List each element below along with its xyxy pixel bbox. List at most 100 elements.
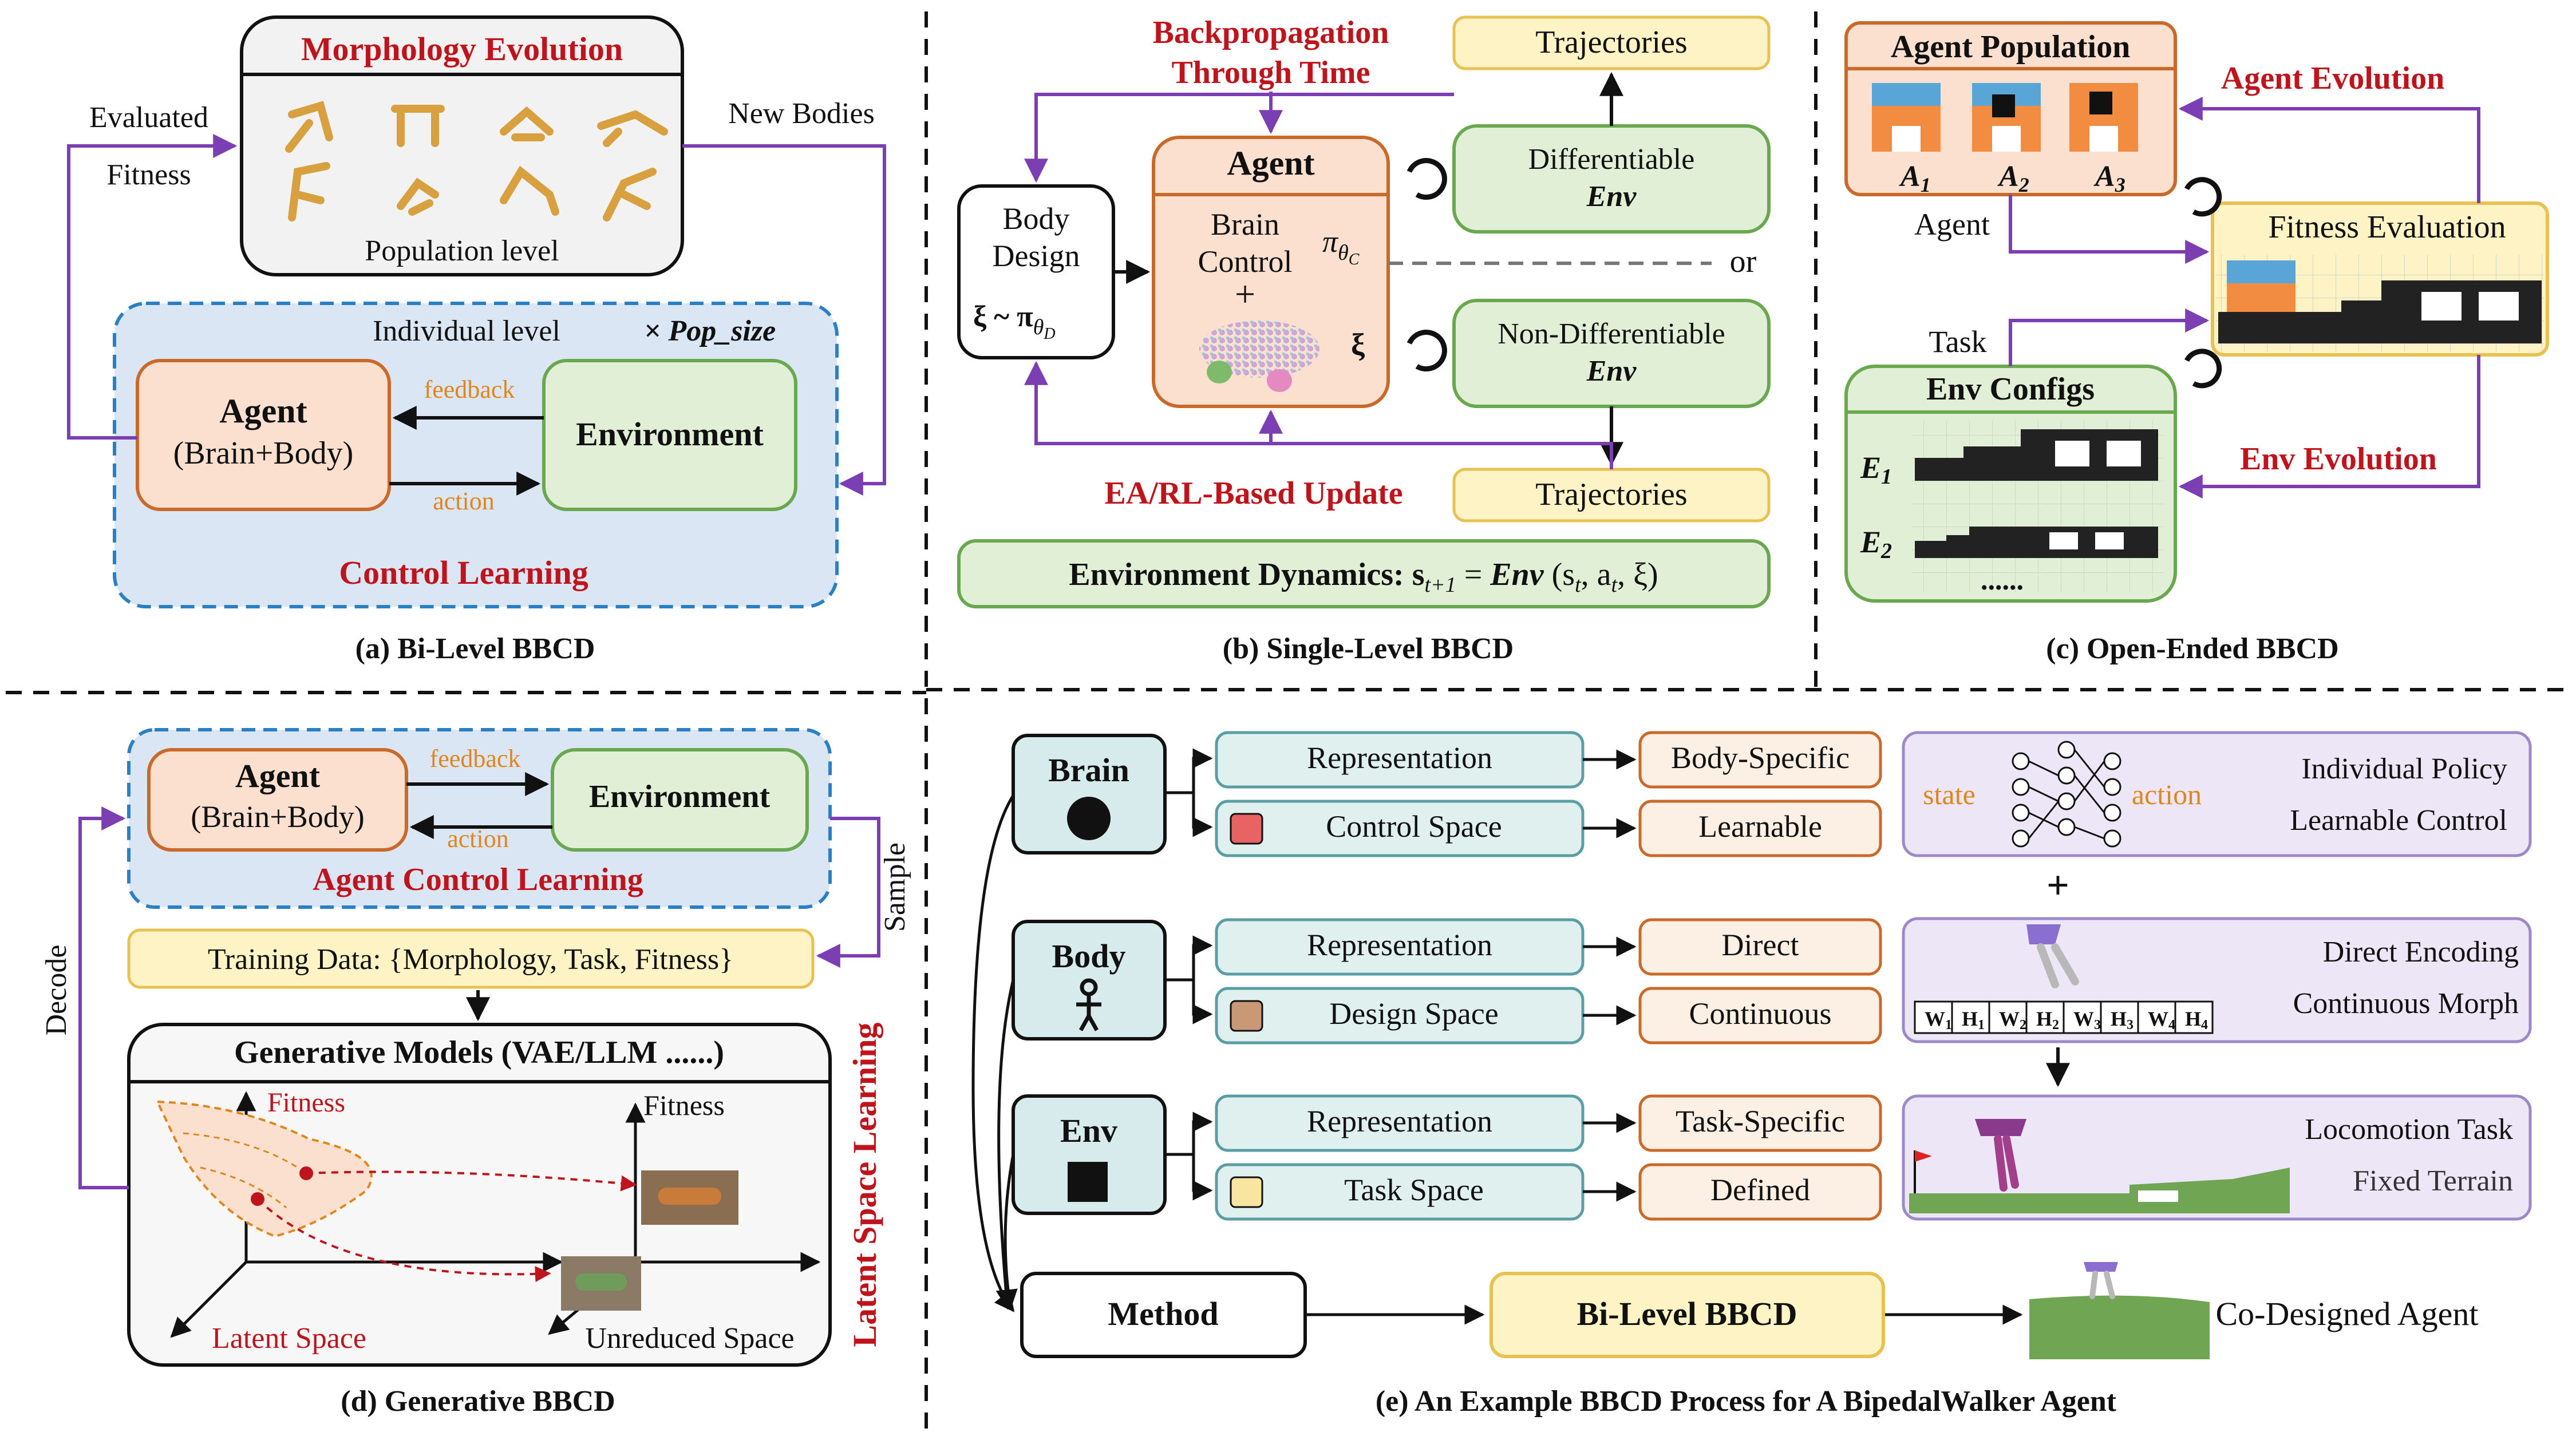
locomotion-task-label: Locomotion Task [2305, 1113, 2513, 1146]
svg-text:W4: W4 [2148, 1007, 2175, 1032]
feedback-label-d: feedback [430, 745, 521, 773]
body-row: Representation Design Space Direct Conti… [1215, 918, 1882, 1045]
trajectories-top-box [1452, 15, 1771, 70]
body-space: Design Space [1329, 996, 1498, 1031]
continuous-morph-label: Continuous Morph [2293, 987, 2519, 1020]
brain-label: Brain [1048, 751, 1129, 789]
diff-env-line2: Env [1586, 180, 1637, 213]
trajectories-bottom-label: Trajectories [1535, 477, 1687, 512]
bptt-label-line1: Backpropagation [1153, 15, 1389, 50]
cycle-icon-c [2184, 177, 2222, 389]
panel-b: Backpropagation Through Time Trajectorie… [957, 15, 1771, 665]
env-representation: Representation [1307, 1104, 1492, 1138]
diff-env-box [1452, 124, 1771, 234]
co-designed-agent-image [2029, 1262, 2210, 1359]
morphology-evolution-title: Morphology Evolution [301, 30, 623, 68]
policy-panel [1902, 731, 2532, 857]
agent-label-c: Agent [1914, 207, 1990, 242]
training-data-label: Training Data: {Morphology, Task, Fitnes… [208, 943, 733, 976]
control-learning-label: Control Learning [339, 554, 588, 591]
caption-a: (a) Bi-Level BBCD [355, 632, 595, 665]
bi-level-box [1490, 1272, 1885, 1358]
agent-sub-label-d: (Brain+Body) [191, 800, 364, 834]
generative-models-box [127, 1023, 832, 1367]
task-panel [1902, 1094, 2532, 1221]
panel-e: Brain Body Env Representation Control Sp… [971, 731, 2532, 1418]
svg-text:W2: W2 [1999, 1007, 2026, 1032]
ea-rl-label: EA/RL-Based Update [1104, 476, 1402, 511]
evaluated-label: Evaluated [89, 101, 208, 134]
climber-icon [1068, 1162, 1108, 1202]
env-dynamics-label: Environment Dynamics: st+1 = Env (st, at… [1069, 557, 1658, 597]
agent-label-d: Agent [235, 757, 321, 794]
environment-label-a: Environment [576, 416, 764, 453]
feedback-label-a: feedback [424, 375, 515, 403]
svg-text:H1: H1 [1962, 1007, 1985, 1032]
nondiff-env-line1: Non-Differentiable [1498, 318, 1725, 350]
brain-icon [1067, 797, 1111, 840]
env-rep-value: Task-Specific [1676, 1104, 1845, 1138]
co-designed-agent-label: Co-Designed Agent [2215, 1295, 2478, 1332]
diff-env-line1: Differentiable [1528, 143, 1695, 176]
plus-b: + [1235, 274, 1255, 314]
caption-c: (c) Open-Ended BBCD [2046, 632, 2338, 665]
svg-text:H2: H2 [2036, 1007, 2059, 1032]
environment-label-d: Environment [589, 779, 771, 814]
training-data-box [127, 928, 815, 989]
caption-d: (d) Generative BBCD [341, 1385, 615, 1418]
body-design-line1: Body [1002, 201, 1069, 236]
plus-e: + [2046, 864, 2069, 908]
panel-d: Agent (Brain+Body) Environment feedback … [40, 728, 911, 1418]
body-design-line2: Design [993, 239, 1080, 273]
nondiff-env-line2: Env [1586, 355, 1637, 387]
environment-box-d [551, 748, 809, 852]
e1-label: E1 [1860, 450, 1892, 489]
agent-glyphs [1872, 83, 2138, 152]
pop-size-label: × Pop_size [644, 315, 776, 347]
new-bodies-label: New Bodies [728, 97, 875, 130]
latent-space-label: Latent Space [212, 1322, 366, 1355]
brain-control-line1: Brain [1211, 207, 1279, 242]
terrain-ground [1909, 1168, 2290, 1213]
cycle-icon [1406, 158, 1447, 372]
panel-c: Agent Population A1 A2 A3 Agent Evolutio… [1844, 21, 2549, 665]
or-label: or [1730, 244, 1757, 279]
body-design-formula: ξ ~ πθD [973, 300, 1056, 343]
agent-control-learning-label: Agent Control Learning [313, 862, 643, 897]
env-row: Representation Task Space Task-Specific … [1215, 1094, 1882, 1221]
brain-space-value: Learnable [1698, 809, 1822, 844]
agent-box-a [136, 359, 391, 511]
a3-label: A3 [2093, 160, 2125, 196]
caption-e: (e) An Example BBCD Process for A Bipeda… [1376, 1385, 2117, 1418]
xi-b: ξ [1351, 327, 1365, 362]
panel-dividers [6, 11, 2570, 1437]
body-icon [1076, 978, 1101, 1031]
trajectories-top-label: Trajectories [1535, 25, 1687, 60]
fitness-label: Fitness [106, 159, 191, 191]
bi-level-label: Bi-Level BBCD [1577, 1295, 1797, 1332]
body-rep-value: Direct [1722, 928, 1799, 962]
body-space-value: Continuous [1689, 996, 1831, 1031]
action-label-a: action [433, 487, 495, 515]
unreduced-space-label: Unreduced Space [585, 1322, 794, 1355]
generative-models-title: Generative Models (VAE/LLM ......) [234, 1035, 724, 1070]
learnable-control-label: Learnable Control [2290, 804, 2507, 837]
env-space: Task Space [1344, 1173, 1484, 1207]
env-label: Env [1060, 1112, 1117, 1149]
brain-representation: Representation [1307, 741, 1492, 775]
decode-label: Decode [40, 945, 73, 1036]
agent-box-d [147, 748, 408, 852]
dots-label: ...... [1981, 564, 2024, 596]
svg-text:H3: H3 [2111, 1007, 2134, 1032]
method-label: Method [1108, 1295, 1218, 1332]
body-label: Body [1052, 937, 1126, 975]
bptt-label-line2: Through Time [1171, 55, 1370, 90]
individual-level-label: Individual level [373, 315, 560, 347]
morphology-blob [1199, 321, 1319, 378]
env-dynamics-box [957, 539, 1771, 608]
e2-label: E2 [1860, 525, 1892, 563]
agent-population-title: Agent Population [1891, 29, 2131, 65]
agent-label-a: Agent [219, 392, 307, 430]
action-label-e: action [2132, 778, 2202, 810]
